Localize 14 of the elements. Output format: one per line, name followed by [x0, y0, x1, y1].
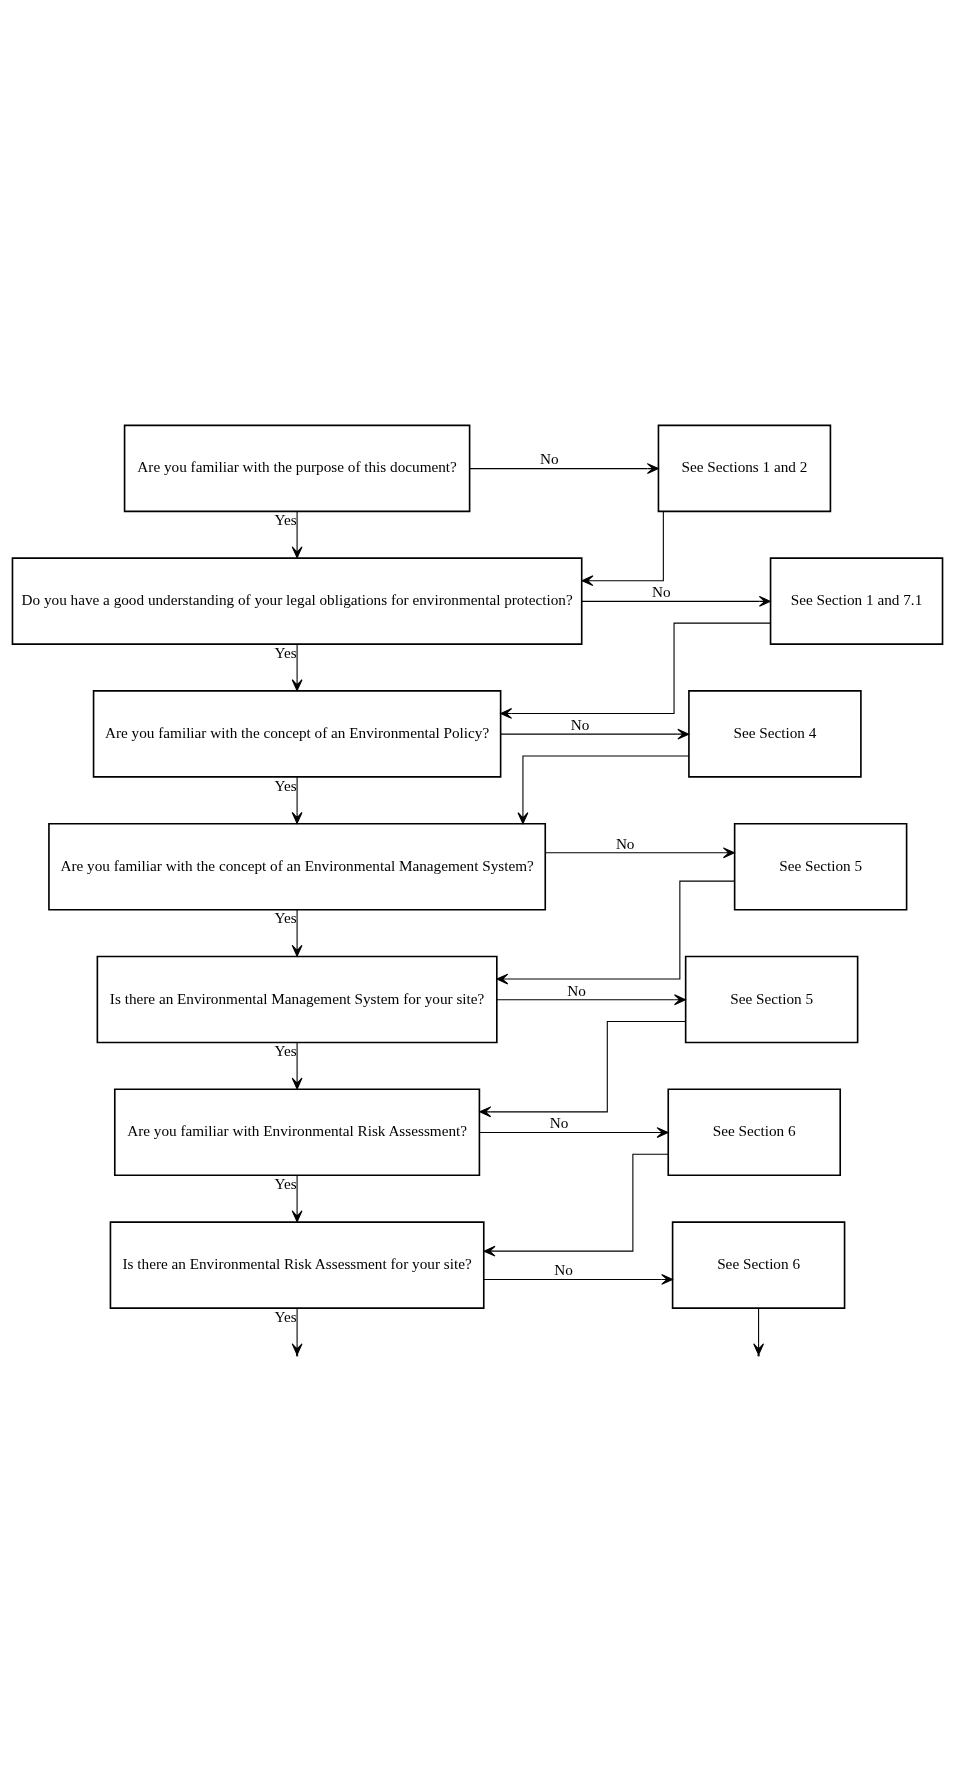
edge-label: Yes [274, 511, 297, 529]
edge-label: No [615, 834, 635, 852]
edge-label: No [567, 981, 586, 999]
edge-label: Yes [274, 1042, 297, 1060]
edge-label: Yes [274, 643, 297, 661]
edge-label: No [540, 450, 559, 468]
edge-label: No [549, 1114, 569, 1132]
edge-label: No [570, 716, 590, 734]
edge-label: Yes [274, 1174, 297, 1192]
edge-label: Yes [274, 776, 297, 794]
edge-label: Yes [274, 1308, 297, 1326]
edge-label: No [554, 1261, 573, 1279]
edge-label: Yes [274, 909, 297, 927]
edge-label: No [652, 583, 671, 601]
